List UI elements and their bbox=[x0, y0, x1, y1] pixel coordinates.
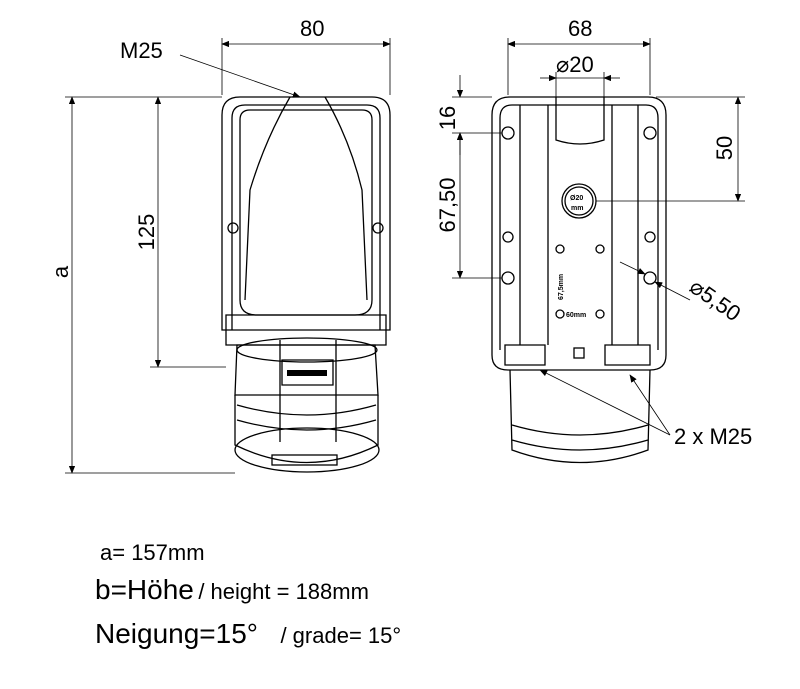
entries-label: 2 x M25 bbox=[674, 424, 752, 449]
note-grade-suffix: / grade= 15° bbox=[280, 623, 402, 648]
m25-label: M25 bbox=[120, 38, 163, 63]
hole-spacing-dim: 67,50 bbox=[435, 177, 460, 232]
right-height-dim: 50 bbox=[712, 136, 737, 160]
front-height-dim: 125 bbox=[134, 214, 159, 251]
center-mark-top: Ø20 bbox=[570, 195, 583, 202]
rear-width-dim: 68 bbox=[568, 16, 592, 41]
overall-dim-a: a bbox=[48, 265, 73, 278]
note-grade: Neigung=15° / grade= 15° bbox=[95, 618, 401, 650]
mount-hole-dim: ⌀5,50 bbox=[685, 274, 745, 327]
hole-diameter-dim: ⌀20 bbox=[556, 52, 594, 77]
front-view bbox=[65, 38, 391, 474]
top-offset-dim: 16 bbox=[435, 106, 460, 130]
note-height-suffix: / height = 188mm bbox=[198, 579, 369, 604]
front-width-dim: 80 bbox=[300, 16, 324, 41]
vertical-mark: 67,5mm bbox=[558, 274, 565, 300]
center-mark-bottom: mm bbox=[571, 205, 583, 212]
note-height: b=Höhe / height = 188mm bbox=[95, 574, 369, 606]
note-a: a= 157mm bbox=[100, 540, 205, 565]
bottom-mark: 60mm bbox=[566, 312, 586, 319]
rear-view bbox=[452, 38, 745, 464]
note-grade-prefix: Neigung=15° bbox=[95, 618, 258, 649]
note-height-prefix: b=Höhe bbox=[95, 574, 194, 605]
